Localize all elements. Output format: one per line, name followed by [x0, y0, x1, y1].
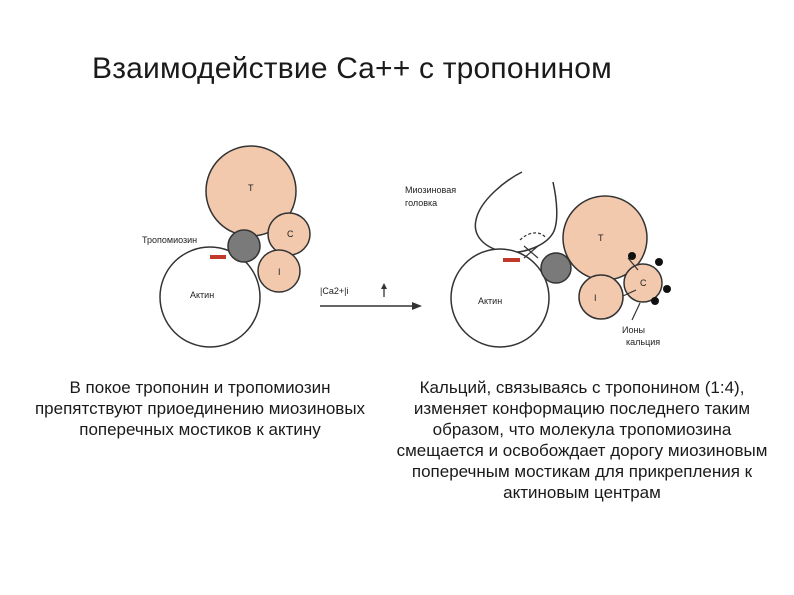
transition-arrow: |Ca2+|i	[320, 283, 422, 310]
troponin-i-right	[578, 274, 624, 320]
calcium-ions-label-1: Ионы	[622, 325, 645, 335]
activated-state-panel: Миозиновая головка Актин T I C Ионы	[405, 171, 671, 348]
calcium-ion	[628, 252, 636, 260]
myosin-head	[474, 171, 558, 253]
tropomyosin-label: Тропомиозин	[142, 235, 197, 245]
troponin-t-left-label: T	[248, 183, 254, 193]
binding-site-right	[503, 258, 520, 262]
slide-title: Взаимодействие Ca++ с тропонином	[92, 52, 612, 85]
calcium-concentration-label: |Ca2+|i	[320, 286, 348, 296]
caption-resting-state: В покое тропонин и тропомиозин препятств…	[34, 378, 366, 439]
troponin-c-right-label: C	[640, 278, 647, 288]
actin-left-label: Актин	[190, 290, 214, 300]
calcium-ion	[651, 297, 659, 305]
calcium-ions	[628, 252, 671, 305]
calcium-ions-label-2: кальция	[626, 337, 660, 347]
resting-state-panel: T C I Актин Тропомиозин	[142, 145, 311, 348]
actin-right	[450, 248, 550, 348]
myosin-head-label-1: Миозиновая	[405, 185, 456, 195]
troponin-c-right	[623, 263, 663, 303]
movement-arrows	[519, 232, 641, 321]
troponin-diagram: T C I Актин Тропомиозин |Ca2+|i Миозинов…	[142, 145, 671, 348]
actin-right-label: Актин	[478, 296, 502, 306]
calcium-ion	[663, 285, 671, 293]
tropomyosin-right	[540, 252, 572, 284]
troponin-c-left-label: C	[287, 229, 294, 239]
binding-site-left	[210, 255, 226, 259]
troponin-t-right-label: T	[598, 233, 604, 243]
myosin-head-label-2: головка	[405, 198, 437, 208]
tropomyosin-left	[227, 229, 261, 263]
caption-activated-state: Кальций, связываясь с тропонином (1:4), …	[396, 378, 768, 502]
troponin-i-right-label: I	[594, 293, 597, 303]
calcium-ion	[655, 258, 663, 266]
actin-left	[159, 246, 261, 348]
troponin-i-left-label: I	[278, 267, 281, 277]
troponin-i-left	[257, 249, 301, 293]
